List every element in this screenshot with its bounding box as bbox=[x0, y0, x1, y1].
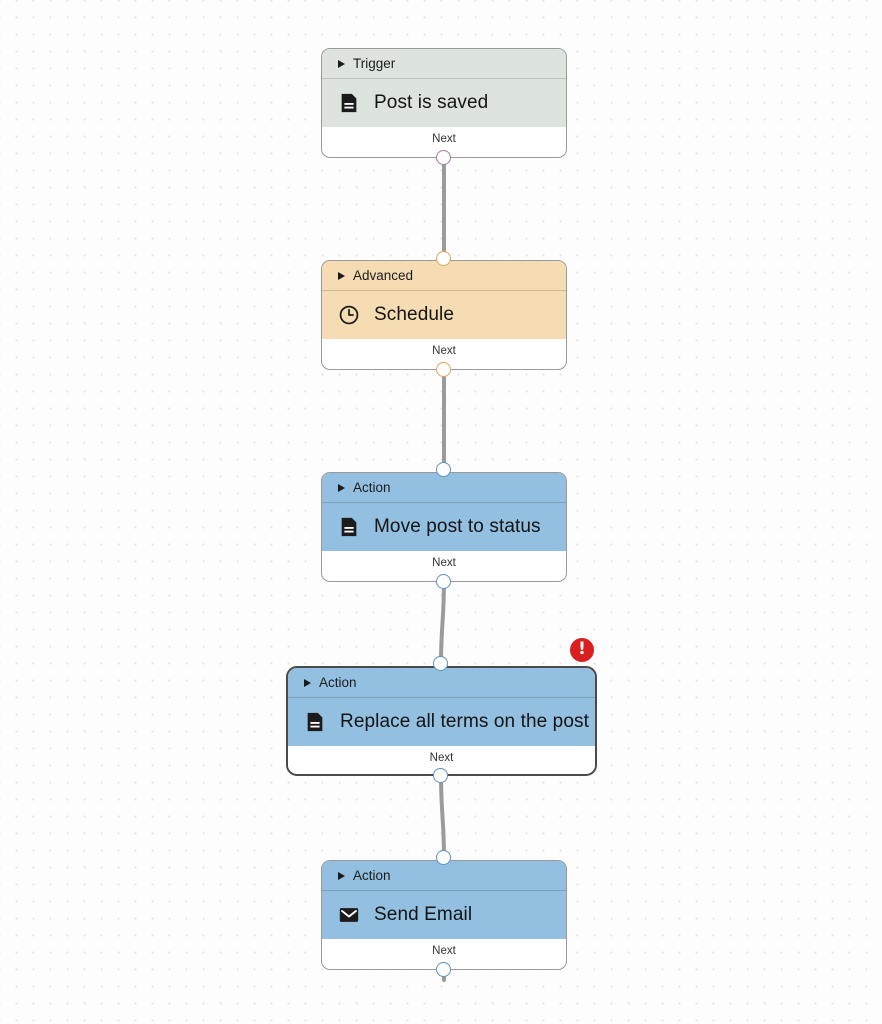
node-title: Post is saved bbox=[374, 92, 489, 113]
disclosure-triangle-icon[interactable] bbox=[338, 871, 345, 880]
node-kind-label: Action bbox=[353, 868, 391, 883]
workflow-node-advanced-schedule[interactable]: Advanced Schedule Next bbox=[321, 260, 567, 370]
node-error-badge-action-replace-all-terms-on-the-post[interactable]: ! bbox=[570, 638, 594, 662]
node-input-port-advanced-schedule[interactable] bbox=[436, 251, 451, 266]
node-next-label: Next bbox=[322, 127, 566, 150]
node-header[interactable]: Advanced bbox=[322, 261, 566, 291]
node-input-port-action-send-email[interactable] bbox=[436, 850, 451, 865]
node-body[interactable]: Replace all terms on the post bbox=[288, 698, 595, 746]
edge-action-replace-to-send-email bbox=[439, 773, 446, 859]
node-next-label: Next bbox=[322, 339, 566, 362]
document-icon bbox=[341, 517, 357, 537]
node-next-label: Next bbox=[322, 939, 566, 962]
document-icon bbox=[307, 712, 323, 732]
workflow-node-action-send-email[interactable]: Action Send Email Next bbox=[321, 860, 567, 970]
node-output-port-action-replace-all-terms-on-the-post[interactable] bbox=[433, 768, 448, 783]
node-kind-label: Action bbox=[353, 480, 391, 495]
node-body[interactable]: Schedule bbox=[322, 291, 566, 339]
node-kind-label: Trigger bbox=[353, 56, 396, 71]
node-output-port-trigger-post-is-saved[interactable] bbox=[436, 150, 451, 165]
node-output-port-action-move-post-to-status[interactable] bbox=[436, 574, 451, 589]
node-header[interactable]: Action bbox=[322, 473, 566, 503]
disclosure-triangle-icon[interactable] bbox=[338, 271, 345, 280]
node-next-label: Next bbox=[322, 551, 566, 574]
node-header[interactable]: Action bbox=[322, 861, 566, 891]
workflow-node-action-move-post-to-status[interactable]: Action Move post to status Next bbox=[321, 472, 567, 582]
node-title: Send Email bbox=[374, 904, 473, 925]
node-input-port-action-replace-all-terms-on-the-post[interactable] bbox=[433, 656, 448, 671]
node-body[interactable]: Post is saved bbox=[322, 79, 566, 127]
workflow-node-action-replace-all-terms-on-the-post[interactable]: Action Replace all terms on the post Nex… bbox=[286, 666, 597, 776]
node-kind-label: Action bbox=[319, 675, 357, 690]
node-header[interactable]: Trigger bbox=[322, 49, 566, 79]
node-output-port-action-send-email[interactable] bbox=[436, 962, 451, 977]
node-title: Move post to status bbox=[374, 516, 541, 537]
node-input-port-action-move-post-to-status[interactable] bbox=[436, 462, 451, 477]
node-body[interactable]: Move post to status bbox=[322, 503, 566, 551]
disclosure-triangle-icon[interactable] bbox=[304, 678, 311, 687]
disclosure-triangle-icon[interactable] bbox=[338, 59, 345, 68]
node-output-port-advanced-schedule[interactable] bbox=[436, 362, 451, 377]
disclosure-triangle-icon[interactable] bbox=[338, 483, 345, 492]
envelope-icon bbox=[339, 908, 359, 922]
node-title: Schedule bbox=[374, 304, 455, 325]
node-header[interactable]: Action bbox=[288, 668, 595, 698]
edge-action-move-to-action-replace bbox=[439, 579, 446, 665]
node-kind-label: Advanced bbox=[353, 268, 414, 283]
node-title: Replace all terms on the post bbox=[340, 711, 589, 732]
error-exclamation-icon: ! bbox=[578, 639, 586, 659]
workflow-node-trigger-post-is-saved[interactable]: Trigger Post is saved Next bbox=[321, 48, 567, 158]
clock-icon bbox=[339, 305, 359, 325]
node-next-label: Next bbox=[288, 746, 595, 769]
node-body[interactable]: Send Email bbox=[322, 891, 566, 939]
document-icon bbox=[341, 93, 357, 113]
